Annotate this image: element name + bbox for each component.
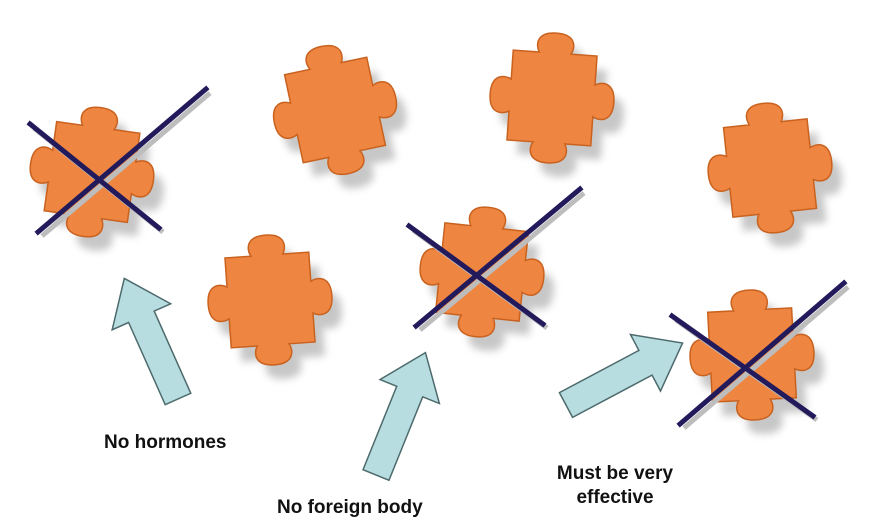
label-no-hormones: No hormones <box>104 431 226 455</box>
arrow-no-hormones-icon <box>95 265 207 412</box>
label-must-be-very-effective: Must be very effective <box>536 462 694 510</box>
label-must-be-line2: effective <box>536 486 694 510</box>
arrow-no-foreign-body-icon <box>346 341 455 487</box>
arrow-must-be-effective-icon <box>551 315 698 433</box>
label-no-foreign-body: No foreign body <box>277 496 423 520</box>
label-must-be-line1: Must be very <box>536 462 694 486</box>
puzzle-piece-top-center-left-icon <box>261 34 409 187</box>
